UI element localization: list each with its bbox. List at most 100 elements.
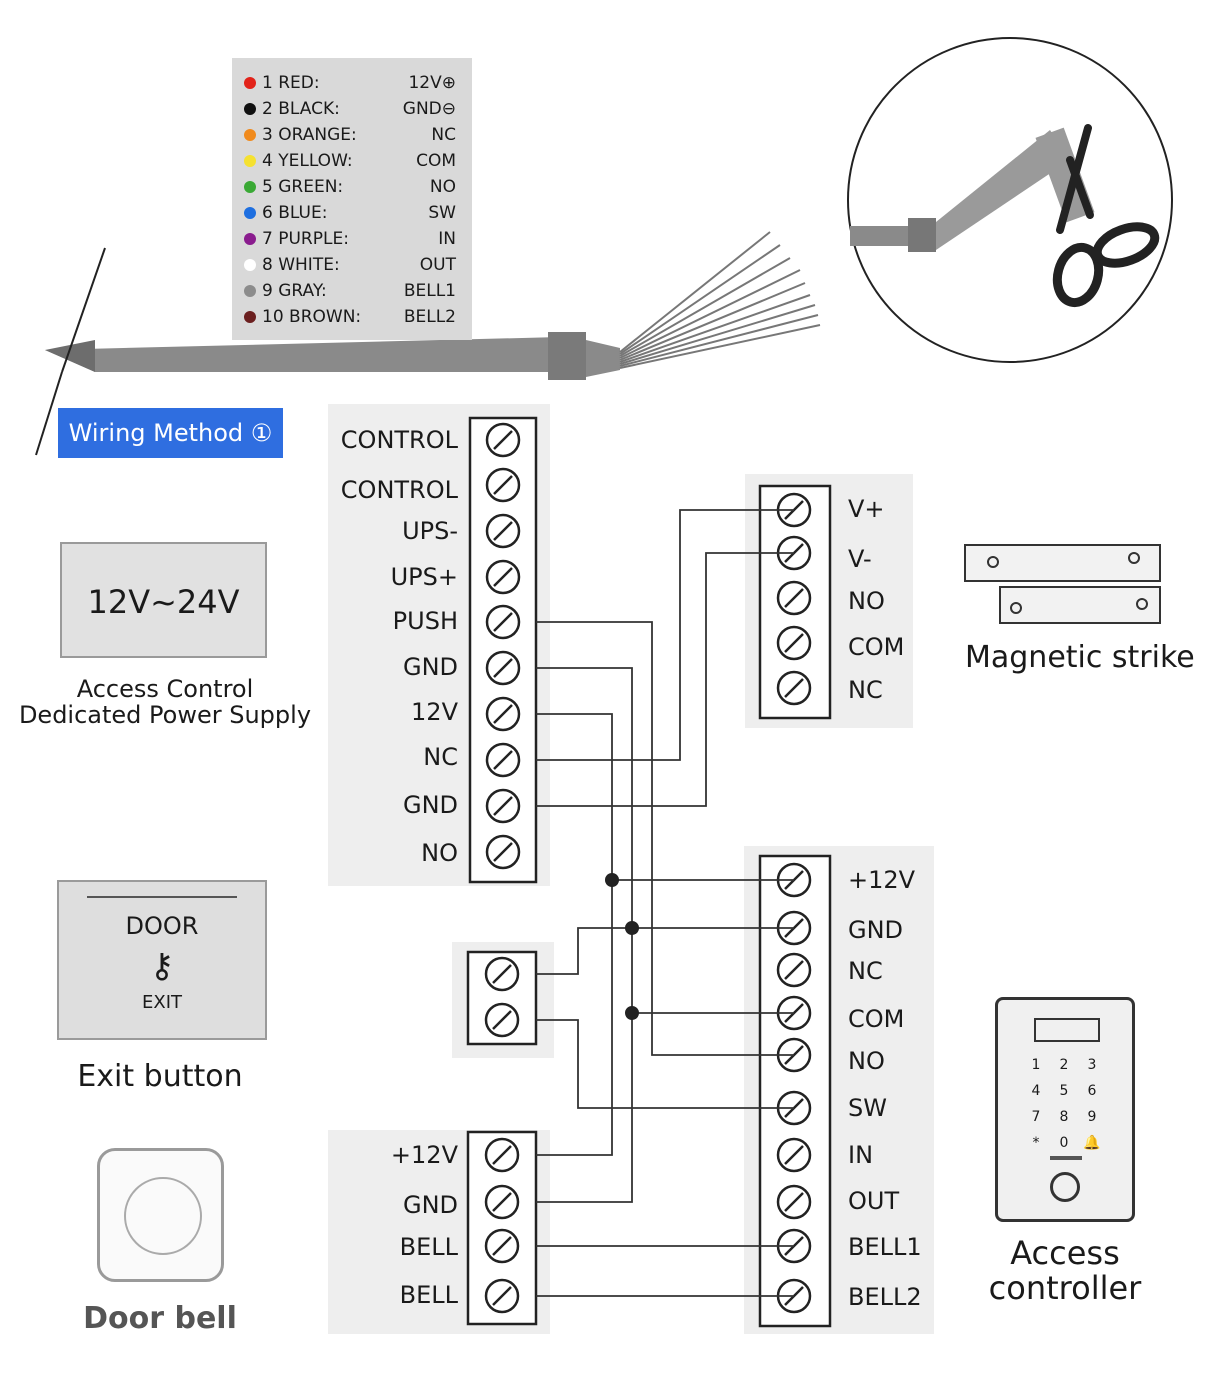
wire-name: 3 ORANGE: — [262, 125, 357, 145]
psu-terminal-label: UPS+ — [390, 563, 458, 591]
screw-slot — [492, 1010, 512, 1030]
access-controller-caption: Access controller — [960, 1234, 1170, 1308]
bell-terminal-label: GND — [402, 1191, 458, 1219]
wire-name: 6 BLUE: — [262, 203, 328, 223]
ctrl-terminal-label: NC — [848, 957, 883, 985]
screw-slot — [493, 704, 513, 724]
keypad-key: 1 — [1031, 1057, 1041, 1073]
controller-indicator — [1050, 1156, 1082, 1160]
door-bell-box — [97, 1148, 224, 1282]
wire-color-dot — [244, 207, 256, 219]
screw-slot — [492, 1236, 512, 1256]
wiring-method-tag: Wiring Method ① — [58, 408, 283, 458]
screw-slot — [493, 842, 513, 862]
legend-row: 5 GREEN: NO — [238, 174, 464, 200]
wire-color-dot — [244, 259, 256, 271]
exit-button-door-text: DOOR — [125, 912, 199, 940]
ctrl-terminal-label: BELL1 — [848, 1233, 922, 1261]
wire-color-dot — [244, 103, 256, 115]
legend-row: 7 PURPLE: IN — [238, 226, 464, 252]
magnetic-strike-icon — [964, 544, 1161, 624]
ctrl-terminal-label: COM — [848, 1005, 905, 1033]
wire-name: 8 WHITE: — [262, 255, 340, 275]
wire-function: COM — [416, 151, 456, 171]
psu-terminal-label: GND — [402, 653, 458, 681]
bell-terminal-label: BELL — [399, 1281, 458, 1309]
legend-row: 6 BLUE: SW — [238, 200, 464, 226]
legend-row: 8 WHITE: OUT — [238, 252, 464, 278]
screw-slot — [492, 1286, 512, 1306]
screw-slot — [784, 588, 804, 608]
bell-icon — [124, 1177, 202, 1255]
legend-row: 4 YELLOW: COM — [238, 148, 464, 174]
cable-cut-detail — [847, 37, 1173, 363]
psu-terminal-label: PUSH — [392, 607, 458, 635]
key-icon: ⚷ — [149, 946, 175, 986]
keypad-key: 6 — [1087, 1083, 1097, 1099]
wire-name: 4 YELLOW: — [262, 151, 353, 171]
screw-slot — [784, 960, 804, 980]
screw-slot — [784, 678, 804, 698]
wire-name: 2 BLACK: — [262, 99, 340, 119]
wire-function: NC — [431, 125, 456, 145]
wire-function: NO — [429, 177, 456, 197]
access-controller-caption-line2: controller — [988, 1269, 1142, 1308]
wire-function: BELL1 — [403, 281, 456, 301]
controller-logo-icon — [1034, 1018, 1100, 1042]
screw-slot — [493, 658, 513, 678]
screw-slot — [493, 796, 513, 816]
wire-color-legend: 1 RED: 12V⊕ 2 BLACK: GND⊖ 3 ORANGE: NC 4… — [232, 58, 472, 340]
wire-name: 9 GRAY: — [262, 281, 327, 301]
screw-slot — [493, 475, 513, 495]
legend-row: 9 GRAY: BELL1 — [238, 278, 464, 304]
main-cable — [35, 231, 821, 456]
screw-slot — [492, 964, 512, 984]
screw-slot — [492, 1192, 512, 1212]
ctrl-terminal-label: SW — [848, 1094, 887, 1122]
screw-slot — [493, 521, 513, 541]
wire-color-dot — [244, 155, 256, 167]
legend-row: 10 BROWN: BELL2 — [238, 304, 464, 330]
access-controller-caption-line1: Access — [1010, 1234, 1120, 1272]
mag-terminal-label: NC — [848, 676, 883, 704]
power-supply-caption-line2: Dedicated Power Supply — [18, 701, 312, 730]
power-supply-caption-line1: Access Control — [76, 675, 254, 703]
keypad-key: 0 — [1059, 1135, 1069, 1151]
wire-name: 7 PURPLE: — [262, 229, 349, 249]
screw-slot — [492, 1145, 512, 1165]
screw-slot — [493, 612, 513, 632]
psu-terminal-label: CONTROL — [340, 426, 458, 454]
wire-function: GND⊖ — [402, 99, 456, 119]
power-supply-caption: Access Control Dedicated Power Supply — [10, 676, 320, 729]
psu-terminal-label: 12V — [411, 698, 458, 726]
keypad-key: 4 — [1031, 1083, 1041, 1099]
mag-terminal-label: COM — [848, 633, 905, 661]
keypad-key: 2 — [1059, 1057, 1069, 1073]
wire-function: OUT — [419, 255, 456, 275]
psu-terminal-label: CONTROL — [340, 476, 458, 504]
wire-function: 12V⊕ — [408, 73, 456, 93]
exit-button-exit-text: EXIT — [141, 992, 182, 1013]
bell-terminal-label: BELL — [399, 1233, 458, 1261]
exit-button-caption: Exit button — [77, 1059, 243, 1094]
bell-terminal-label: +12V — [390, 1141, 458, 1169]
wire-name: 10 BROWN: — [262, 307, 362, 327]
keypad-key: * — [1032, 1135, 1040, 1151]
wire-name: 1 RED: — [262, 73, 320, 93]
power-supply-box: 12V~24V — [60, 542, 267, 658]
keypad-key: 3 — [1087, 1057, 1097, 1073]
wire-color-dot — [244, 181, 256, 193]
wire-color-dot — [244, 311, 256, 323]
ctrl-terminal-label: IN — [848, 1141, 874, 1169]
fingerprint-reader-icon — [1050, 1172, 1080, 1202]
wire-function: BELL2 — [403, 307, 456, 327]
psu-terminal-label: NC — [423, 743, 458, 771]
ctrl-terminal-label: GND — [848, 916, 904, 944]
wire-function: SW — [428, 203, 456, 223]
ctrl-terminal-label: BELL2 — [848, 1283, 922, 1311]
ctrl-terminal-label: +12V — [848, 866, 916, 894]
exit-button-bar — [87, 896, 237, 898]
magnetic-strike-caption: Magnetic strike — [965, 640, 1195, 675]
